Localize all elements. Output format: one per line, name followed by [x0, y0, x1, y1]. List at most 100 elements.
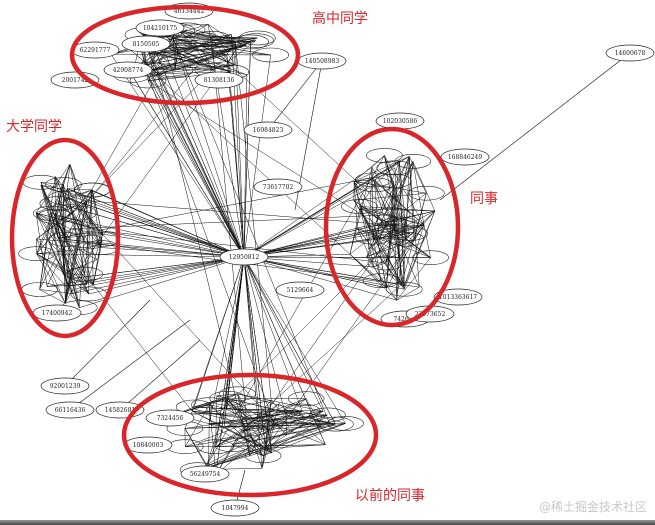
node [327, 416, 364, 431]
edge [354, 156, 410, 182]
edge [102, 230, 386, 264]
node: 168846249 [440, 148, 490, 166]
edge [65, 228, 72, 304]
edge [226, 54, 245, 258]
edge [384, 155, 425, 226]
node [239, 30, 276, 46]
edge [243, 160, 400, 258]
edge [353, 181, 358, 229]
edge [198, 414, 328, 470]
edge [412, 161, 425, 226]
edge [353, 200, 431, 258]
edge [174, 45, 247, 71]
edge [265, 224, 425, 449]
edge [36, 253, 87, 285]
edge [372, 177, 425, 226]
edge [384, 155, 410, 234]
edge [58, 177, 373, 239]
cluster-outline-high-school [69, 4, 301, 106]
edge [235, 42, 272, 401]
edge [374, 156, 410, 226]
edge [39, 289, 66, 304]
node [48, 232, 85, 247]
node [156, 62, 194, 78]
edge [150, 61, 245, 258]
edge [359, 184, 375, 207]
cluster-label-high-school: 高中同学 [312, 11, 368, 27]
edge [57, 164, 71, 204]
node-label: 2001742 [62, 77, 89, 84]
edge [215, 395, 217, 447]
edge [208, 414, 328, 468]
edge [396, 257, 431, 301]
edge [56, 197, 67, 216]
node-label: 104210175 [143, 25, 178, 32]
edge [243, 256, 336, 425]
edge [243, 256, 287, 419]
edge [259, 227, 397, 422]
edge [145, 45, 247, 66]
edge [39, 176, 56, 290]
edge [401, 284, 420, 288]
edge [78, 190, 92, 214]
edge [69, 319, 191, 411]
node-label: 42908774 [113, 67, 144, 74]
node-label: 14600678 [615, 50, 646, 57]
edge [66, 197, 245, 258]
edge [372, 161, 414, 238]
edge [349, 167, 373, 255]
node [184, 32, 222, 48]
cluster-label-university: 大学同学 [6, 119, 62, 135]
edge [243, 256, 405, 290]
edge [102, 230, 245, 258]
edge [65, 200, 87, 304]
node [362, 273, 400, 288]
node [45, 177, 82, 192]
edge [439, 52, 631, 201]
edge [368, 223, 400, 250]
cluster-label-colleagues: 同事 [470, 191, 498, 207]
edge [194, 393, 238, 408]
hub-node: 12950812 [219, 248, 269, 266]
edge [224, 226, 406, 409]
edge [274, 424, 326, 445]
node: 7324456 [145, 409, 195, 427]
edge [35, 189, 93, 214]
edge [209, 404, 272, 454]
edge [366, 256, 397, 301]
node [197, 439, 234, 455]
edge [413, 193, 427, 241]
node-label: 8150505 [133, 41, 160, 48]
edge [36, 253, 245, 258]
edge [227, 398, 272, 454]
edge [396, 245, 399, 301]
edge [357, 227, 405, 290]
edge [67, 164, 71, 189]
edge [191, 410, 272, 454]
edge [36, 238, 66, 304]
edge [78, 62, 200, 214]
edge [409, 156, 427, 194]
edge [70, 228, 245, 258]
node [341, 199, 378, 214]
node: 5129664 [275, 281, 325, 299]
edge [243, 184, 375, 258]
nodes: 4613444210421017562291777815050520017424… [18, 2, 655, 517]
edge [243, 223, 400, 258]
edge [243, 256, 387, 289]
edge [393, 180, 397, 301]
node: 1013363617 [433, 288, 483, 306]
node [232, 34, 269, 50]
edge [146, 71, 275, 425]
edge [243, 256, 272, 454]
edge [36, 253, 72, 279]
node [214, 437, 251, 452]
edge [152, 30, 177, 77]
edge [191, 410, 270, 430]
edge [243, 74, 248, 258]
edge [374, 225, 387, 288]
node [33, 206, 70, 221]
edge [231, 34, 236, 66]
node [385, 281, 423, 297]
